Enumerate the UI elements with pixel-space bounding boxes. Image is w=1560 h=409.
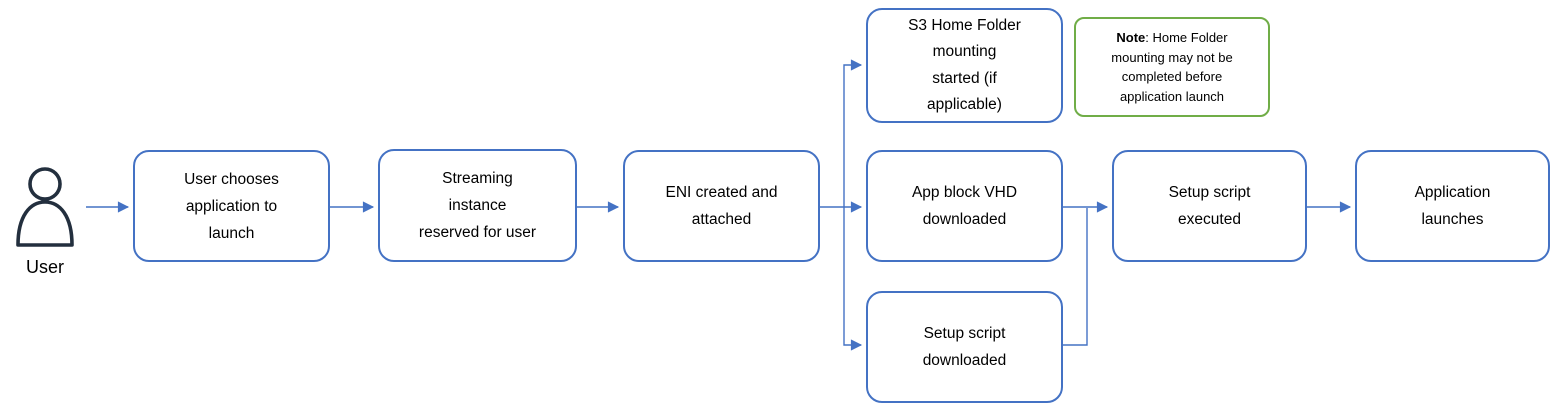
note-rest: : Home Folder mounting may not be comple… (1111, 30, 1233, 104)
note-bold-label: Note (1116, 30, 1146, 45)
node-label: Setup script downloaded (922, 325, 1007, 369)
node-user-chooses-application: User chooses application to launch (133, 150, 330, 262)
actor-label: User (25, 257, 64, 277)
node-application-launches: Application launches (1355, 150, 1550, 262)
node-label: Streaming instance reserved for user (418, 170, 537, 241)
user-icon (16, 167, 74, 247)
node-eni-created-attached: ENI created and attached (623, 150, 820, 262)
node-setup-script-downloaded: Setup script downloaded (866, 291, 1063, 403)
connector-setup-download-merge (1063, 208, 1088, 346)
connector-branch-to-s3 (843, 59, 863, 207)
note-box: Note: Home Folder mounting may not be co… (1074, 17, 1270, 117)
actor-user: User (8, 164, 82, 278)
note-text: Note: Home Folder mounting may not be co… (1076, 28, 1268, 106)
node-label: S3 Home Folder mounting started (if appl… (908, 16, 1021, 114)
node-label: ENI created and attached (665, 184, 778, 228)
node-streaming-instance-reserved: Streaming instance reserved for user (378, 149, 577, 262)
node-label: App block VHD downloaded (911, 184, 1018, 228)
node-app-block-vhd-downloaded: App block VHD downloaded (866, 150, 1063, 262)
node-label: User chooses application to launch (184, 170, 279, 242)
node-label: Application launches (1414, 184, 1491, 228)
node-label: Setup script executed (1168, 184, 1251, 228)
node-s3-home-folder-mounting: S3 Home Folder mounting started (if appl… (866, 8, 1063, 123)
node-setup-script-executed: Setup script executed (1112, 150, 1307, 262)
connector-branch-to-setup-download (843, 207, 863, 351)
